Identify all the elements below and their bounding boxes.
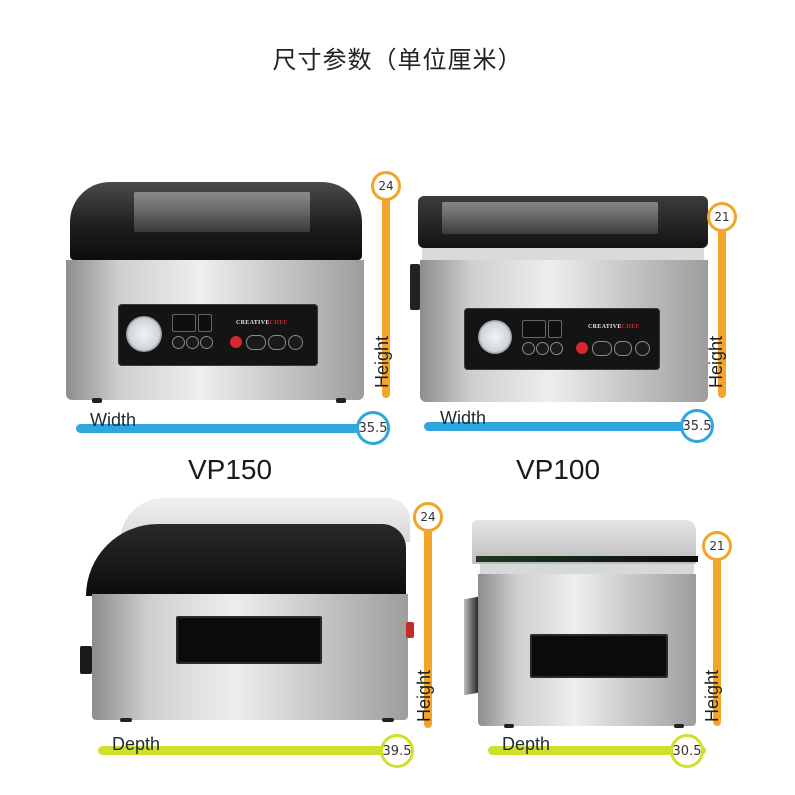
minus-button[interactable] [522,342,535,355]
vp150-depth-label: Depth [112,734,161,754]
foot [504,724,514,728]
foot [120,718,132,722]
set-button[interactable] [200,336,213,349]
set-button[interactable] [550,342,563,355]
vp100-side-height-bar [713,546,721,726]
vp150-control-panel: CREATIVECHEF [118,304,318,366]
page-title: 尺寸参数（单位厘米） [272,46,523,74]
vp150-depth-badge: 39.5 [380,734,414,768]
vp100-depth-label: Depth [502,734,551,754]
mode-button[interactable] [592,341,612,356]
vp100-side-height-badge: 21 [702,531,732,561]
vp150-height-bar [382,186,390,398]
start-button[interactable] [230,336,242,348]
vp100-side-handle-slot [530,634,668,678]
vp150-side-handle-slot [176,616,322,664]
vp100-lid-window [442,202,658,234]
vp150-height-label: Height [372,335,392,388]
foot [382,718,394,722]
rear-port [80,646,92,674]
seal-button[interactable] [268,335,286,350]
model-name-vp100: VP100 [516,454,601,485]
model-name-vp150: VP150 [188,454,273,485]
display-screen [522,320,546,338]
stop-button[interactable] [288,335,303,350]
vacuum-gauge-icon [126,316,162,352]
vp100-side-lid-edge [476,556,698,562]
vp150-side-height-badge: 24 [413,502,443,532]
vp150-height-badge: 24 [371,171,401,201]
rear-hinge [464,596,478,696]
mode-button[interactable] [246,335,266,350]
vp100-side-height-label: Height [702,669,722,722]
vp150-depth-bar [98,746,398,755]
vp100-side-gasket [480,564,694,576]
brand-logo: CREATIVECHEF [588,324,640,330]
vp150-width-label: Width [90,410,137,430]
vp100-width-label: Width [440,408,487,428]
vp150-front-view: CREATIVECHEF [62,178,370,406]
vp150-side-height-bar [424,516,432,728]
stop-button[interactable] [635,341,650,356]
vp100-height-badge: 21 [707,202,737,232]
vp100-front-view: CREATIVECHEF [408,192,720,406]
plus-button[interactable] [186,336,199,349]
vp100-side-view [454,516,710,730]
vacuum-gauge-icon [478,320,512,354]
vp100-height-bar [718,216,726,398]
vp100-control-panel: CREATIVECHEF [464,308,660,370]
seal-button[interactable] [614,341,632,356]
vp100-height-label: Height [706,335,726,388]
start-button[interactable] [576,342,588,354]
display-screen-small [548,320,562,338]
plus-button[interactable] [536,342,549,355]
vp100-depth-badge: 30.5 [670,734,704,768]
vp150-width-bar [76,424,372,433]
display-screen [172,314,196,332]
vp150-side-lid [86,524,406,596]
brand-logo: CREATIVECHEF [236,320,288,326]
power-switch[interactable] [406,622,414,638]
vp150-lid-window [134,192,310,232]
vp100-lid-gasket [422,248,704,262]
foot [92,398,102,403]
display-screen-small [198,314,212,332]
vp150-side-height-label: Height [414,669,434,722]
vp150-side-view [80,498,416,724]
minus-button[interactable] [172,336,185,349]
side-handle [410,264,420,310]
vp100-depth-bar [488,746,706,755]
foot [336,398,346,403]
vp150-width-badge: 35.5 [356,411,390,445]
vp100-width-bar [424,422,692,431]
foot [674,724,684,728]
vp100-width-badge: 35.5 [680,409,714,443]
